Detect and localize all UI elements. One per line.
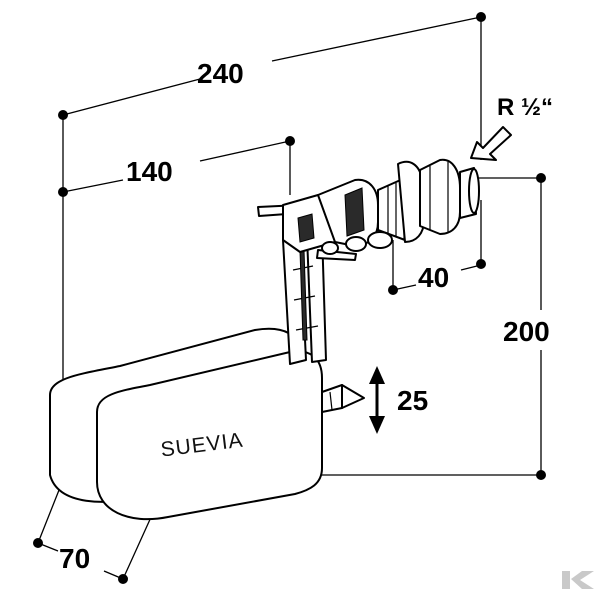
thread-size-label: R ½“: [497, 94, 553, 121]
dimension-140: 140: [58, 136, 295, 430]
label-40: 40: [418, 262, 449, 293]
dimension-70: 70: [33, 479, 153, 584]
valve-assembly: [257, 158, 480, 261]
float-body: SUEVIA: [49, 327, 323, 521]
dimension-200: 200: [318, 173, 550, 480]
float-rod: [282, 231, 327, 365]
thread-callout: R ½“: [470, 94, 553, 161]
dimension-25: 25: [369, 366, 428, 434]
label-200: 200: [503, 316, 550, 347]
label-70: 70: [59, 543, 90, 574]
label-140: 140: [126, 156, 173, 187]
brand-logo-icon: [562, 571, 594, 589]
dimension-240: 240: [58, 12, 486, 188]
label-25: 25: [397, 385, 428, 416]
label-240: 240: [197, 58, 244, 89]
dimension-40: 40: [388, 200, 486, 295]
adjustment-nozzle: [321, 384, 365, 413]
